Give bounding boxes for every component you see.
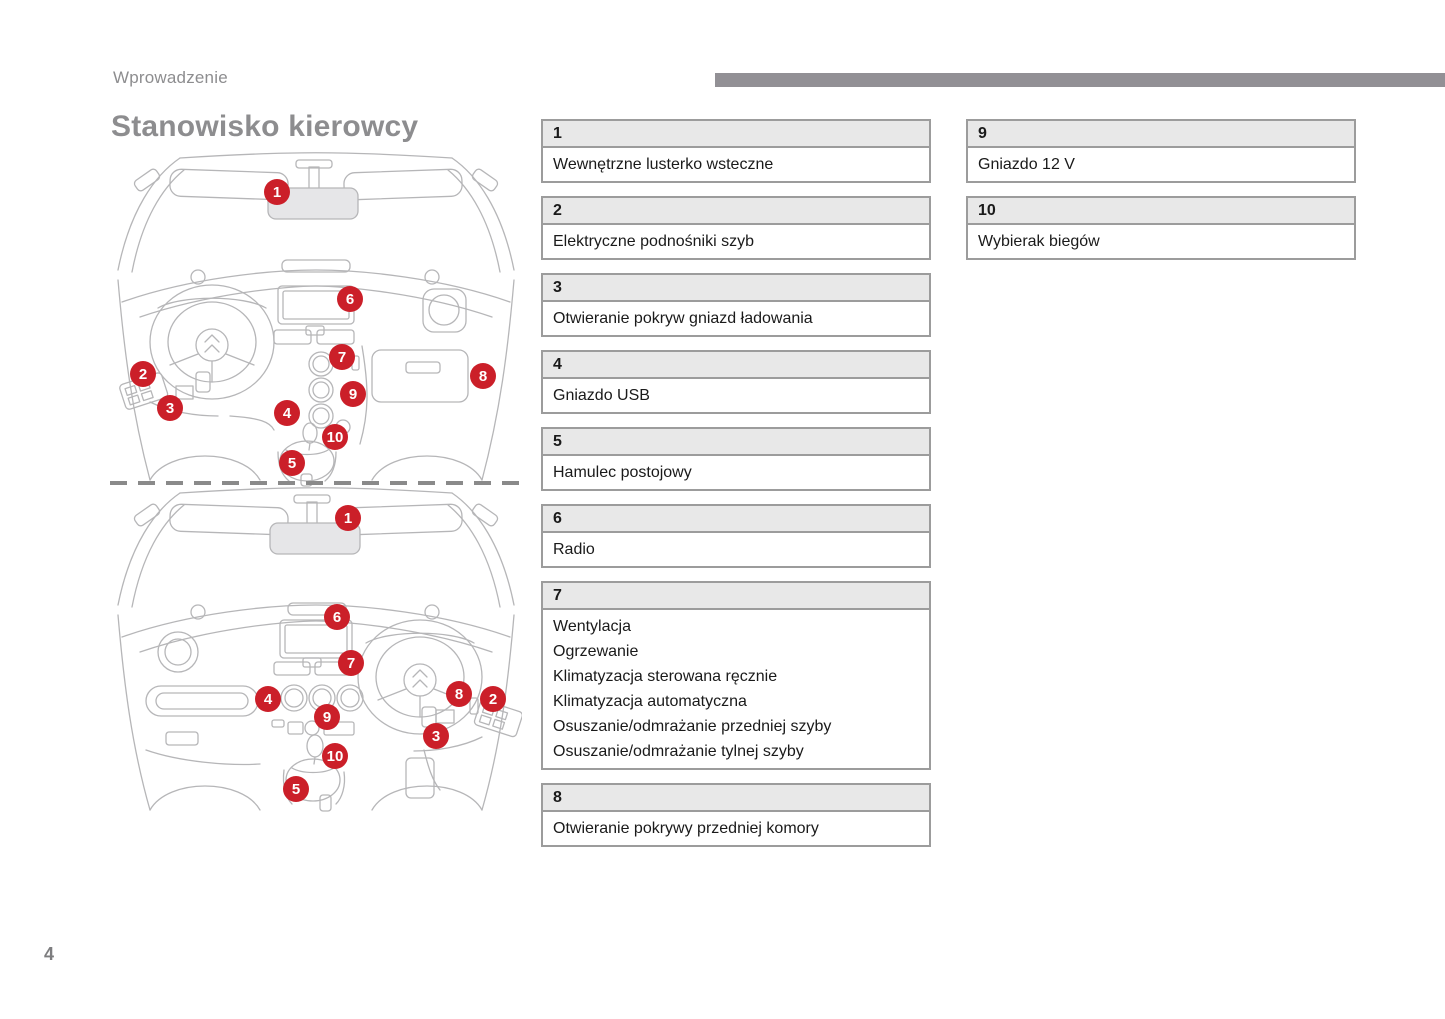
legend-line: Klimatyzacja automatyczna (553, 693, 747, 710)
callout-marker-2: 2 (480, 686, 506, 712)
rearview-mirror (267, 159, 359, 220)
legend-item-5: 5 Hamulec postojowy (541, 427, 931, 491)
callout-marker-3: 3 (157, 395, 183, 421)
legend-item-description: Hamulec postojowy (543, 456, 929, 489)
legend-item-description: Elektryczne podnośniki szyb (543, 225, 929, 258)
legend-item-description: Wybierak biegów (968, 225, 1354, 258)
callout-marker-3: 3 (423, 723, 449, 749)
legend-item-10: 10 Wybierak biegów (966, 196, 1356, 260)
legend-item-number: 6 (543, 506, 929, 533)
legend-item-number: 1 (543, 121, 929, 148)
legend-item-9: 9 Gniazdo 12 V (966, 119, 1356, 183)
legend-item-description: Otwieranie pokryw gniazd ładowania (543, 302, 929, 335)
section-divider-bar (715, 73, 1445, 87)
legend-item-1: 1 Wewnętrzne lusterko wsteczne (541, 119, 931, 183)
callout-marker-7: 7 (329, 344, 355, 370)
callout-marker-5: 5 (283, 776, 309, 802)
legend-item-number: 9 (968, 121, 1354, 148)
center-stack (273, 259, 360, 435)
callout-marker-1: 1 (335, 505, 361, 531)
breadcrumb: Wprowadzenie (113, 68, 228, 87)
driver-station-diagram (110, 152, 522, 812)
legend-item-description: Gniazdo 12 V (968, 148, 1354, 181)
callout-marker-8: 8 (470, 363, 496, 389)
legend-item-description: Wewnętrzne lusterko wsteczne (543, 148, 929, 181)
legend-column-side: 9 Gniazdo 12 V 10 Wybierak biegów (966, 119, 1356, 273)
legend-line: Wewnętrzne lusterko wsteczne (553, 156, 774, 173)
legend-line: Gniazdo 12 V (978, 156, 1075, 173)
legend-column-main: 1 Wewnętrzne lusterko wsteczne 2 Elektry… (541, 119, 931, 860)
callout-marker-1: 1 (264, 179, 290, 205)
legend-item-8: 8 Otwieranie pokrywy przedniej komory (541, 783, 931, 847)
callout-marker-5: 5 (279, 450, 305, 476)
legend-line: Osuszanie/odmrażanie tylnej szyby (553, 743, 804, 760)
callout-marker-2: 2 (130, 361, 156, 387)
legend-line: Klimatyzacja sterowana ręcznie (553, 668, 778, 685)
legend-item-6: 6 Radio (541, 504, 931, 568)
rearview-mirror (269, 494, 361, 555)
legend-line: Otwieranie pokrywy przedniej komory (553, 820, 819, 837)
legend-item-2: 2 Elektryczne podnośniki szyb (541, 196, 931, 260)
callout-marker-9: 9 (314, 704, 340, 730)
callout-marker-4: 4 (274, 400, 300, 426)
dashboard-lhd (117, 152, 515, 487)
legend-item-number: 5 (543, 429, 929, 456)
legend-item-description: Gniazdo USB (543, 379, 929, 412)
legend-item-number: 4 (543, 352, 929, 379)
callout-marker-10: 10 (322, 743, 348, 769)
legend-item-description: Otwieranie pokrywy przedniej komory (543, 812, 929, 845)
legend-line: Otwieranie pokryw gniazd ładowania (553, 310, 813, 327)
legend-item-description: Radio (543, 533, 929, 566)
legend-line: Wybierak biegów (978, 233, 1100, 250)
callout-marker-6: 6 (324, 604, 350, 630)
callout-marker-6: 6 (337, 286, 363, 312)
legend-line: Ogrzewanie (553, 643, 639, 660)
page-title: Stanowisko kierowcy (111, 110, 419, 143)
legend-item-number: 8 (543, 785, 929, 812)
callout-marker-9: 9 (340, 381, 366, 407)
steering-wheel-right (357, 619, 483, 735)
callout-marker-10: 10 (322, 424, 348, 450)
legend-item-number: 2 (543, 198, 929, 225)
legend-item-3: 3 Otwieranie pokryw gniazd ładowania (541, 273, 931, 337)
legend-item-number: 3 (543, 275, 929, 302)
legend-line: Elektryczne podnośniki szyb (553, 233, 754, 250)
callout-marker-4: 4 (255, 686, 281, 712)
legend-line: Hamulec postojowy (553, 464, 692, 481)
legend-item-number: 7 (543, 583, 929, 610)
legend-line: Gniazdo USB (553, 387, 650, 404)
page-number: 4 (44, 944, 55, 964)
callout-marker-7: 7 (338, 650, 364, 676)
dashboard-rhd (117, 487, 522, 812)
legend-line: Radio (553, 541, 595, 558)
legend-line: Osuszanie/odmrażanie przedniej szyby (553, 718, 832, 735)
legend-line: Wentylacja (553, 618, 631, 635)
legend-item-number: 10 (968, 198, 1354, 225)
legend-item-4: 4 Gniazdo USB (541, 350, 931, 414)
driver-station-figure: 1 2 3 4 5 6 7 8 9 10 1 2 3 4 5 6 7 8 9 1… (110, 150, 522, 815)
steering-wheel-left (149, 284, 275, 400)
callout-marker-8: 8 (446, 681, 472, 707)
